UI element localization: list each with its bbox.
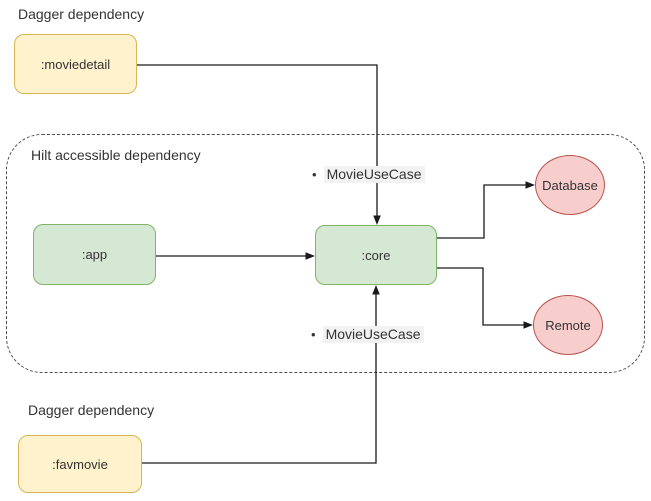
arrowhead-core-bottom bbox=[372, 285, 380, 295]
node-database: Database bbox=[535, 155, 605, 215]
node-app: :app bbox=[33, 224, 156, 285]
dagger-dependency-heading-bottom: Dagger dependency bbox=[28, 402, 155, 418]
dagger-dependency-heading-top: Dagger dependency bbox=[18, 6, 145, 22]
node-app-label: :app bbox=[81, 247, 108, 262]
node-moviedetail: :moviedetail bbox=[14, 34, 137, 94]
edge-favmovie-core bbox=[142, 294, 377, 464]
node-remote-label: Remote bbox=[545, 317, 591, 333]
hilt-container: Hilt accessible dependency bbox=[6, 134, 645, 373]
edge-moviedetail-core bbox=[137, 64, 378, 216]
arrowhead-database bbox=[525, 181, 535, 189]
node-database-label: Database bbox=[542, 177, 598, 193]
node-core: :core bbox=[315, 225, 437, 285]
node-favmovie: :favmovie bbox=[18, 435, 142, 493]
node-favmovie-label: :favmovie bbox=[52, 456, 108, 472]
edge-core-remote bbox=[437, 267, 524, 326]
edge-label-movieusecase-bottom: • MovieUseCase bbox=[311, 326, 424, 343]
arrowhead-core-top bbox=[373, 215, 381, 225]
edge-label-movieusecase-top: • MovieUseCase bbox=[312, 166, 425, 183]
arrowhead-core-left bbox=[305, 252, 315, 260]
hilt-container-label: Hilt accessible dependency bbox=[31, 147, 201, 163]
edge-core-database bbox=[437, 184, 526, 239]
edge-label-movieusecase-bottom-text: MovieUseCase bbox=[322, 326, 424, 343]
edge-label-movieusecase-top-text: MovieUseCase bbox=[323, 166, 425, 183]
bullet-icon: • bbox=[311, 327, 316, 342]
node-moviedetail-label: :moviedetail bbox=[40, 56, 111, 72]
node-remote: Remote bbox=[533, 295, 603, 355]
node-core-label: :core bbox=[361, 247, 391, 263]
arrowhead-remote bbox=[523, 321, 533, 329]
bullet-icon: • bbox=[312, 167, 317, 182]
